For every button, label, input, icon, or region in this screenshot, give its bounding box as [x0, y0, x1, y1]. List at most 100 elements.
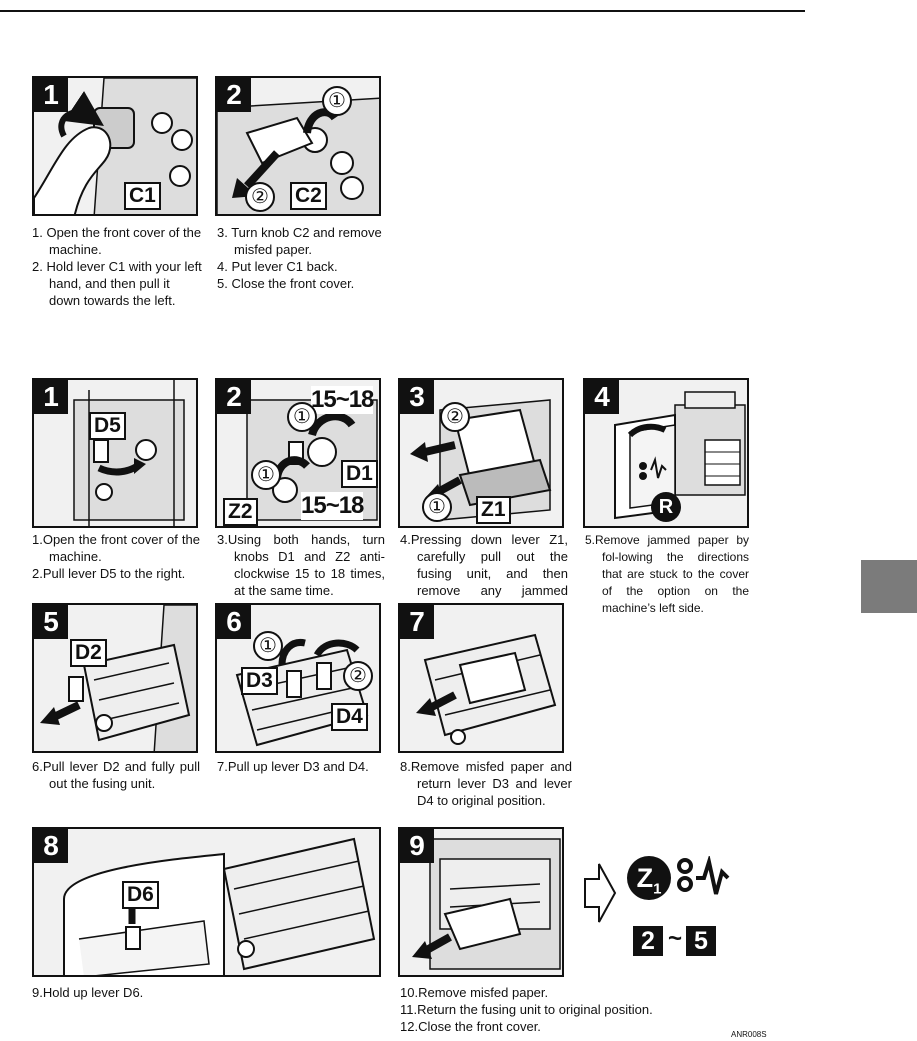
callout-label: C1 — [124, 182, 161, 210]
s2-panel-1: 1 D5 — [32, 378, 198, 528]
machine-interior-illustration — [412, 838, 561, 970]
s2-panel-2: 2 15~18 ① D1 ① Z2 15~18 — [215, 378, 381, 528]
range-end-badge: 5 — [686, 926, 716, 956]
rotation-count: 15~18 — [311, 386, 374, 414]
rotation-count: 15~18 — [301, 492, 364, 520]
circled-number: ① — [322, 86, 352, 116]
s1-instructions-left: 1. Open the front cover of the machine. … — [32, 224, 204, 309]
circled-number: ① — [287, 402, 317, 432]
z-subscript: 1 — [653, 880, 662, 898]
range-tilde: ~ — [668, 925, 683, 952]
callout-label: C2 — [290, 182, 327, 210]
s2-panel-6: 6 ① D3 ② D4 — [215, 603, 381, 753]
fusing-unit-illustration — [416, 633, 557, 745]
caption-5: 5.Remove jammed paper by fol-lowing the … — [585, 532, 749, 617]
callout-label: D4 — [331, 703, 368, 731]
caption-4: 4.Pressing down lever Z1, carefully pull… — [400, 531, 568, 616]
s2-panel-7: 7 — [398, 603, 564, 753]
chapter-tab — [861, 560, 917, 613]
s2-panel-3: 3 ② ① Z1 — [398, 378, 564, 528]
straight-arrow-icon — [244, 150, 280, 189]
caption-6: 6.Pull lever D2 and fully pull out the f… — [32, 758, 200, 792]
callout-label: D3 — [241, 667, 278, 695]
caption-line: 5.Remove jammed paper by fol-lowing the … — [585, 533, 749, 615]
caption-line: 3.Using both hands, turn knobs D1 and Z2… — [217, 532, 385, 598]
s1-instructions-right: 3. Turn knob C2 and remove misfed paper.… — [217, 224, 387, 292]
fusing-unit-illustration — [410, 399, 552, 521]
jam-wave-icon — [650, 456, 667, 479]
step-number-badge: 5 — [34, 605, 68, 639]
caption-line: 10.Remove misfed paper. — [400, 985, 549, 1000]
caption-line: 7.Pull up lever D3 and D4. — [217, 759, 369, 774]
step-number-badge: 8 — [34, 829, 68, 863]
s2-panel-8: 8 D6 — [32, 827, 381, 977]
caption-10-12: 10.Remove misfed paper. 11.Return the fu… — [400, 984, 730, 1035]
callout-label: Z1 — [476, 496, 511, 524]
straight-arrow-icon — [52, 701, 81, 721]
s2-panel-9: 9 — [398, 827, 564, 977]
circled-number: ① — [251, 460, 281, 490]
caption-line: 2.Pull lever D5 to the right. — [32, 566, 186, 581]
curved-arrow-icon — [58, 91, 104, 138]
step-number-badge: 1 — [34, 380, 68, 414]
step-number-badge: 9 — [400, 829, 434, 863]
caption-line: 9.Hold up lever D6. — [32, 985, 144, 1000]
paper-sheet-icon — [458, 651, 527, 705]
s2-panel-4: 4 R — [583, 378, 749, 528]
instruction-line: 5. Close the front cover. — [217, 276, 355, 291]
circled-number: ② — [440, 402, 470, 432]
straight-arrow-icon — [428, 691, 457, 712]
circled-number: ① — [422, 492, 452, 522]
caption-1: 1.Open the front cover of the machine. 2… — [32, 531, 200, 582]
straight-arrow-icon — [423, 933, 452, 955]
z-letter: Z — [636, 863, 654, 893]
caption-7: 7.Pull up lever D3 and D4. — [217, 758, 385, 775]
instruction-line: 2. Hold lever C1 with your left hand, an… — [32, 259, 202, 308]
fusing-unit-illustration — [63, 837, 376, 975]
caption-line: 12.Close the front cover. — [400, 1019, 541, 1034]
caption-line: 1.Open the front cover of the machine. — [32, 532, 200, 564]
step-number-badge: 1 — [34, 78, 68, 112]
caption-line: 4.Pressing down lever Z1, carefully pull… — [400, 532, 568, 615]
step-number-badge: 4 — [585, 380, 619, 414]
caption-line: 6.Pull lever D2 and fully pull out the f… — [32, 759, 200, 791]
paper-sheet-icon — [443, 897, 522, 951]
step-number-badge: 3 — [400, 380, 434, 414]
image-code: ANR008S — [731, 1030, 767, 1039]
fusing-unit-illustration — [40, 605, 196, 751]
hollow-arrow-icon — [584, 863, 617, 923]
circled-number: ② — [245, 182, 275, 212]
range-start-badge: 2 — [633, 926, 663, 956]
curved-arrow-icon — [308, 412, 356, 437]
caption-line: 11.Return the fusing unit to original po… — [400, 1002, 653, 1017]
instruction-line: 3. Turn knob C2 and remove misfed paper. — [217, 225, 382, 257]
s1-step1-panel: 1 C1 — [32, 76, 198, 216]
callout-label: Z2 — [223, 498, 258, 526]
step-number-badge: 6 — [217, 605, 251, 639]
jam-wave-icon — [677, 856, 730, 895]
callout-label: D6 — [122, 881, 159, 909]
step-number-badge: 2 — [217, 380, 251, 414]
curved-arrow-icon — [278, 638, 306, 666]
s2-panel-5: 5 D2 — [32, 603, 198, 753]
callout-label: D5 — [89, 412, 126, 440]
machine-illustration — [34, 78, 196, 214]
step-number-badge: 2 — [217, 78, 251, 112]
top-rule — [0, 10, 805, 12]
r-badge: R — [651, 492, 681, 522]
step-number-badge: 7 — [400, 605, 434, 639]
caption-3: 3.Using both hands, turn knobs D1 and Z2… — [217, 531, 385, 599]
curved-arrow-icon — [627, 423, 667, 438]
circled-number: ① — [253, 631, 283, 661]
caption-8: 8.Remove misfed paper and return lever D… — [400, 758, 572, 809]
circled-number: ② — [343, 661, 373, 691]
s1-step2-panel: 2 ① ② C2 — [215, 76, 381, 216]
callout-label: D2 — [70, 639, 107, 667]
callout-label: D1 — [341, 460, 378, 488]
curved-arrow-icon — [313, 639, 360, 658]
instruction-line: 4. Put lever C1 back. — [217, 259, 338, 274]
z1-badge: Z1 — [627, 856, 671, 900]
paper-sheet-icon — [245, 116, 314, 165]
straight-arrow-icon — [424, 441, 456, 456]
hand-icon — [34, 126, 112, 214]
